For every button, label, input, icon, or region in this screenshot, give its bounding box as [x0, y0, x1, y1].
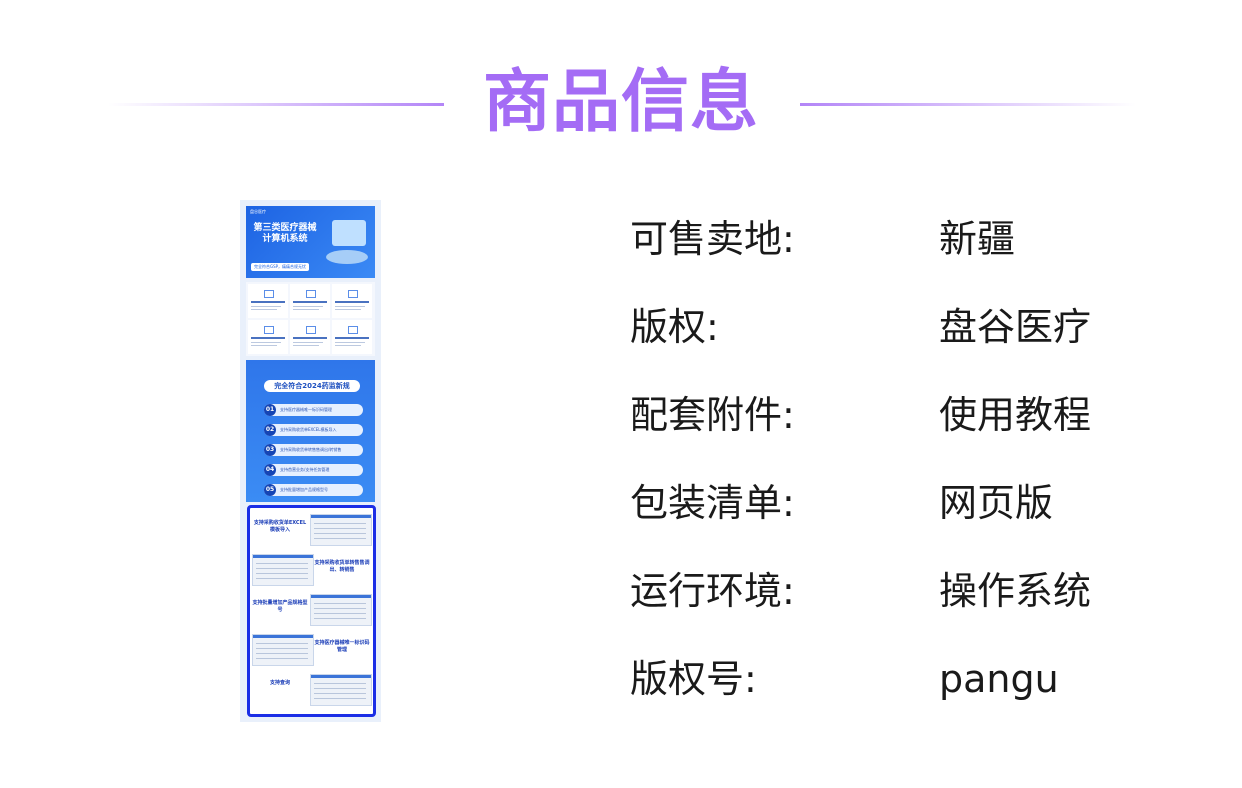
- feature-row: 支持批量增加产品规格型号: [250, 590, 373, 628]
- info-label: 配套附件:: [630, 393, 795, 437]
- screenshot-thumbnail: [252, 634, 314, 666]
- info-label: 可售卖地:: [630, 217, 795, 261]
- info-row-attachments: 配套附件: 使用教程: [630, 390, 1230, 440]
- info-label: 包装清单:: [630, 481, 795, 525]
- info-value: pangu: [939, 657, 1059, 701]
- feature-row: 支持采购收货单转售售调出、转销售: [250, 550, 373, 588]
- feature-row: 支持采购收货单EXCEL模板导入: [250, 510, 373, 548]
- info-row-package: 包装清单: 网页版: [630, 478, 1230, 528]
- feature-card: [290, 284, 330, 318]
- feature-card: [248, 320, 288, 354]
- section-header: 商品信息: [0, 60, 1242, 150]
- info-row-copyright: 版权: 盘谷医疗: [630, 302, 1230, 352]
- info-row-region: 可售卖地: 新疆: [630, 214, 1230, 264]
- info-label: 版权:: [630, 305, 719, 349]
- screenshot-thumbnail: [252, 554, 314, 586]
- product-thumbnail[interactable]: 盘谷医疗 第三类医疗器械计算机系统 完全符合GSP，痛痛合规无忧 完全符合202…: [240, 200, 381, 722]
- decor-line-right: [800, 103, 1136, 106]
- feature-card: [332, 284, 372, 318]
- platform-illustration: [326, 250, 368, 264]
- search-icon: [306, 326, 316, 334]
- info-row-copyright-number: 版权号: pangu: [630, 654, 1230, 704]
- printer-icon: [306, 290, 316, 298]
- feature-card: [332, 320, 372, 354]
- feature-card: [290, 320, 330, 354]
- thumbnail-screenshots-frame: 支持采购收货单EXCEL模板导入 支持采购收货单转售售调出、转销售 支持批量增加…: [247, 505, 376, 717]
- chat-icon: [348, 326, 358, 334]
- thumbnail-feature-grid: [246, 282, 375, 356]
- screenshot-thumbnail: [310, 514, 372, 546]
- list-icon: [264, 326, 274, 334]
- screenshot-thumbnail: [310, 594, 372, 626]
- monitor-icon: [348, 290, 358, 298]
- screenshot-thumbnail: [310, 674, 372, 706]
- compliance-title: 完全符合2024药监新规: [264, 380, 360, 392]
- feature-card: [248, 284, 288, 318]
- info-value: 新疆: [939, 217, 1016, 261]
- info-value: 操作系统: [939, 569, 1092, 613]
- info-label: 运行环境:: [630, 569, 795, 613]
- info-value: 网页版: [939, 481, 1054, 525]
- thumbnail-banner: 盘谷医疗 第三类医疗器械计算机系统 完全符合GSP，痛痛合规无忧: [246, 206, 375, 278]
- thumbnail-banner-title: 第三类医疗器械计算机系统: [253, 223, 317, 244]
- monitor-illustration: [332, 220, 366, 246]
- monitor-icon: [264, 290, 274, 298]
- info-label: 版权号:: [630, 657, 757, 701]
- decor-line-left: [108, 103, 444, 106]
- feature-row: 支持查询: [250, 670, 373, 708]
- info-row-environment: 运行环境: 操作系统: [630, 566, 1230, 616]
- page-title: 商品信息: [482, 63, 759, 142]
- feature-row: 支持医疗器械唯一标识码管理: [250, 630, 373, 668]
- info-value: 使用教程: [939, 393, 1092, 437]
- info-value: 盘谷医疗: [939, 305, 1092, 349]
- thumbnail-banner-subtitle: 完全符合GSP，痛痛合规无忧: [251, 263, 310, 271]
- thumbnail-logo: 盘谷医疗: [250, 209, 266, 214]
